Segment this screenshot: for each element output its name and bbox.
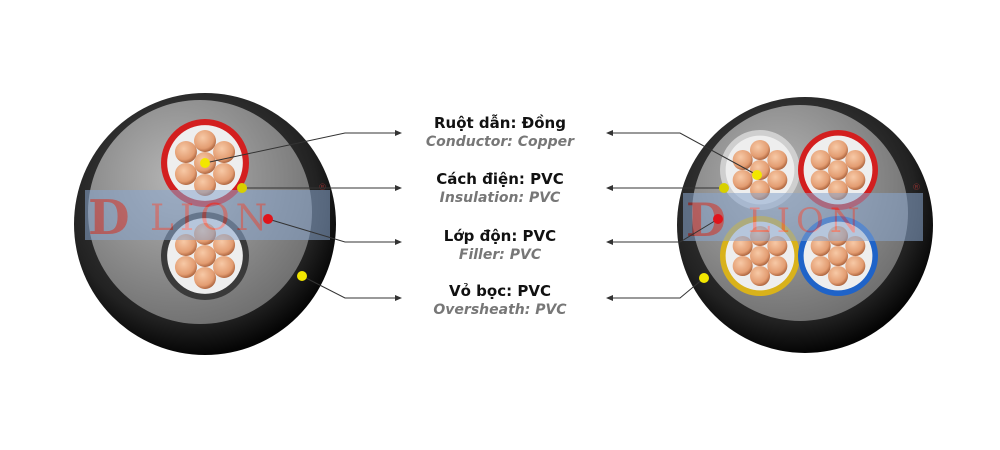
label-en: Oversheath: PVC: [433, 302, 567, 318]
copper-strand: [750, 266, 770, 286]
copper-strand: [767, 170, 788, 190]
copper-strand: [767, 150, 788, 170]
core: [720, 130, 800, 210]
copper-strand: [845, 170, 866, 190]
copper-strand: [194, 267, 216, 289]
leader-lines: [204, 132, 758, 299]
label-en: Filler: PVC: [458, 247, 542, 263]
label-vi: Cách điện: PVC: [436, 170, 564, 188]
label-insulation: Cách điện: PVC Insulation: PVC: [400, 170, 600, 207]
svg-text:LION: LION: [748, 201, 866, 241]
copper-strand: [732, 256, 753, 276]
copper-strand: [845, 150, 866, 170]
watermark: D LION ® D LION ®: [85, 183, 923, 247]
copper-strand: [194, 130, 216, 152]
svg-text:LION: LION: [150, 198, 273, 239]
copper-strand: [828, 160, 848, 180]
copper-strand: [194, 245, 216, 267]
label-filler: Lớp độn: PVC Filler: PVC: [400, 227, 600, 264]
copper-strand: [845, 256, 866, 276]
copper-strand: [174, 256, 197, 278]
label-en: Conductor: Copper: [425, 134, 575, 150]
label-vi: Ruột dẫn: Đồng: [434, 114, 566, 132]
copper-strand: [810, 256, 831, 276]
copper-strand: [213, 256, 236, 278]
label-vi: Vỏ bọc: PVC: [449, 282, 551, 300]
copper-strand: [828, 246, 848, 266]
copper-strand: [810, 150, 831, 170]
label-en: Insulation: PVC: [439, 190, 561, 206]
copper-strand: [767, 256, 788, 276]
svg-text:D: D: [88, 190, 130, 246]
label-vi: Lớp độn: PVC: [443, 227, 557, 245]
label-oversheath: Vỏ bọc: PVC Oversheath: PVC: [400, 282, 600, 319]
label-conductor: Ruột dẫn: Đồng Conductor: Copper: [400, 114, 600, 151]
copper-strand: [213, 141, 236, 163]
copper-strand: [213, 163, 236, 185]
markers: [200, 158, 762, 283]
copper-strand: [750, 246, 770, 266]
copper-strand: [174, 163, 197, 185]
svg-text:®: ®: [912, 183, 921, 193]
core: [798, 130, 878, 210]
copper-strand: [732, 170, 753, 190]
copper-strand: [810, 170, 831, 190]
copper-strand: [750, 140, 770, 160]
arrowheads: [395, 130, 613, 301]
copper-strand: [174, 141, 197, 163]
copper-strand: [828, 266, 848, 286]
copper-strand: [828, 140, 848, 160]
